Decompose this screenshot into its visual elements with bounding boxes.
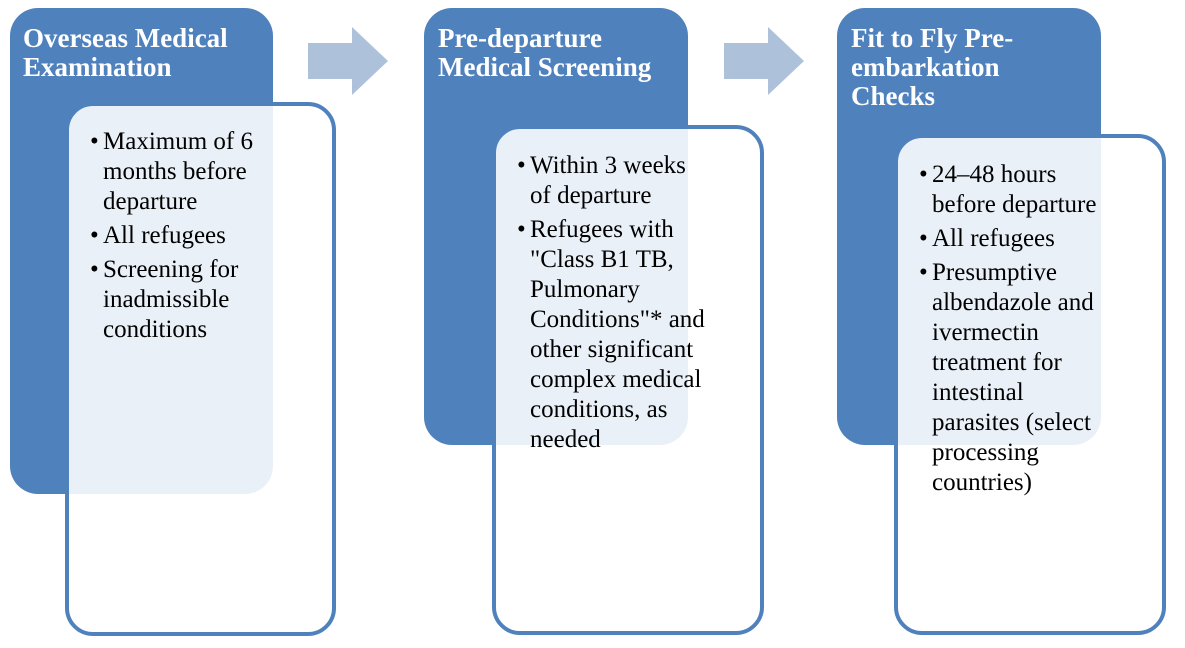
bullet-line: conditions, as [530,396,668,423]
stage-3-title-line-3: Checks [851,81,936,111]
flow-arrow-1 [308,27,388,95]
stage-1-bullet-1: • Maximum of 6 months before departure [90,127,325,217]
bullet-line: All refugees [932,225,1055,252]
stage-3-title-line-1: Fit to Fly Pre- [851,23,1014,53]
bullet-line: departure [103,188,198,215]
bullet-line: Screening for [103,256,239,283]
flow-arrow-1-shape [308,27,388,95]
bullet-line: parasites (select [932,409,1091,436]
bullet-line: All refugees [103,222,226,249]
stage-2-bullet-list: • Within 3 weeks of departure • Refugees… [517,151,752,459]
bullet-line: Within 3 weeks [530,152,686,179]
stage-2-title: Pre-departure Medical Screening [438,24,651,82]
bullet-glyph: • [90,222,99,249]
bullet-line: Pulmonary [530,276,640,303]
stage-2-card [492,125,764,635]
bullet-line: months before [103,158,247,185]
bullet-line: treatment for [932,349,1062,376]
stage-1-bullet-list: • Maximum of 6 months before departure •… [90,127,325,349]
stage-3-title-line-2: embarkation [851,52,1000,82]
bullet-glyph: • [919,161,928,188]
bullet-line: 24–48 hours [932,161,1057,188]
stage-3-bullet-list: • 24–48 hours before departure • All ref… [919,160,1159,502]
bullet-line: ivermectin [932,319,1039,346]
bullet-line: inadmissible [103,286,230,313]
stage-1-title-line-1: Overseas Medical [23,23,228,53]
flow-arrow-2-shape [724,27,804,95]
bullet-line: albendazole and [932,289,1094,316]
bullet-line: other significant [530,336,694,363]
stage-1-bullet-2: • All refugees [90,221,325,251]
bullet-line: Maximum of 6 [103,128,253,155]
bullet-glyph: • [517,216,526,243]
bullet-glyph: • [90,128,99,155]
bullet-line: of departure [530,182,652,209]
stage-1-title: Overseas Medical Examination [23,24,228,82]
stage-2-title-line-2: Medical Screening [438,52,652,82]
stage-3-bullet-3: • Presumptive albendazole and ivermectin… [919,258,1159,498]
bullet-line: Presumptive [932,259,1057,286]
bullet-line: needed [530,426,601,453]
bullet-line: Conditions"* and [530,306,705,333]
stage-2-bullet-2: • Refugees with "Class B1 TB, Pulmonary … [517,215,752,455]
stage-3-bullet-1: • 24–48 hours before departure [919,160,1159,220]
bullet-line: conditions [103,316,208,343]
stage-1-title-line-2: Examination [23,52,172,82]
bullet-line: intestinal [932,379,1024,406]
bullet-glyph: • [517,152,526,179]
bullet-line: Refugees with [530,216,674,243]
bullet-glyph: • [919,259,928,286]
flow-arrow-2 [724,27,804,95]
stage-1-bullet-3: • Screening for inadmissible conditions [90,255,325,345]
bullet-line: before departure [932,191,1097,218]
stage-3-title: Fit to Fly Pre- embarkation Checks [851,24,1013,111]
stage-3-bullet-2: • All refugees [919,224,1159,254]
bullet-line: complex medical [530,366,702,393]
bullet-line: countries) [932,469,1032,496]
bullet-line: "Class B1 TB, [530,246,674,273]
stage-2-title-line-1: Pre-departure [438,23,602,53]
bullet-line: processing [932,439,1039,466]
stage-2-bullet-1: • Within 3 weeks of departure [517,151,752,211]
bullet-glyph: • [90,256,99,283]
bullet-glyph: • [919,225,928,252]
stage-1-card [65,102,336,636]
stage-3-card [894,134,1166,635]
